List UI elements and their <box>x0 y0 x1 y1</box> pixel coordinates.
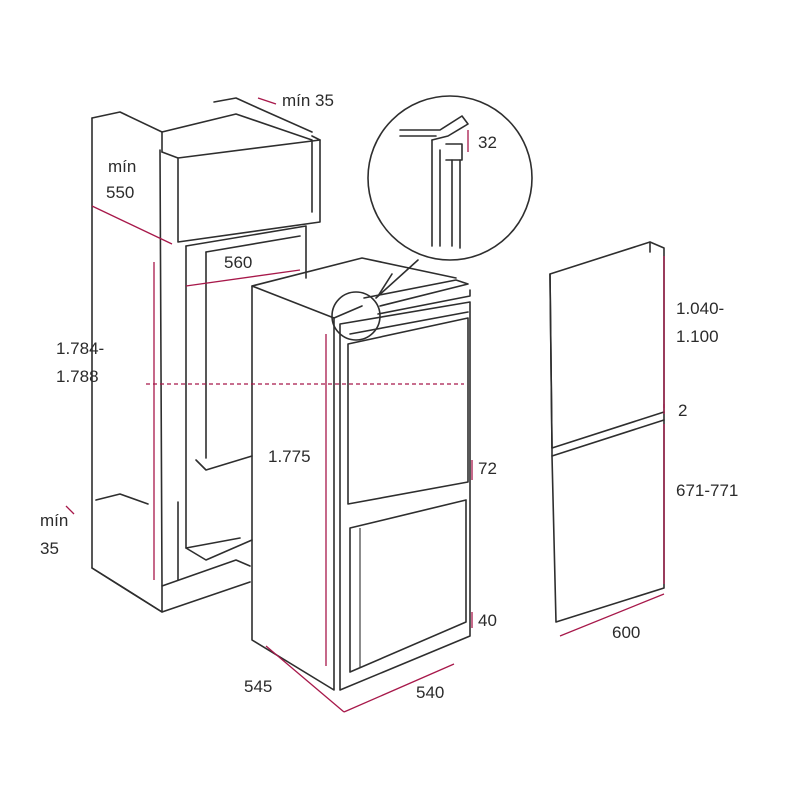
label-40: 40 <box>478 611 497 630</box>
door-panel <box>549 241 665 623</box>
label-1784-line1: 1.784- <box>56 339 104 358</box>
label-540: 540 <box>416 683 444 702</box>
label-min35-bottom-line1: mín <box>40 511 68 530</box>
label-door-top-line2: 1.100 <box>676 327 719 346</box>
cabinet-niche <box>91 97 321 613</box>
label-door-gap: 2 <box>678 401 687 420</box>
label-1784-line2: 1.788 <box>56 367 99 386</box>
label-min35-bottom-line2: 35 <box>40 539 59 558</box>
label-560: 560 <box>224 253 252 272</box>
detail-magnifier <box>331 95 533 341</box>
label-72: 72 <box>478 459 497 478</box>
label-door-top-line1: 1.040- <box>676 299 724 318</box>
fridge-body <box>251 257 471 691</box>
label-door-width: 600 <box>612 623 640 642</box>
label-min550-line1: mín <box>108 157 136 176</box>
label-min35-top: mín 35 <box>282 91 334 110</box>
label-door-bottom: 671-771 <box>676 481 738 500</box>
label-min550-line2: 550 <box>106 183 134 202</box>
dimension-labels: mín 35 mín 550 560 1.784- 1.788 mín 35 1… <box>40 91 738 702</box>
label-32: 32 <box>478 133 497 152</box>
label-1775: 1.775 <box>268 447 311 466</box>
dimension-lines <box>65 97 665 713</box>
label-545: 545 <box>244 677 272 696</box>
